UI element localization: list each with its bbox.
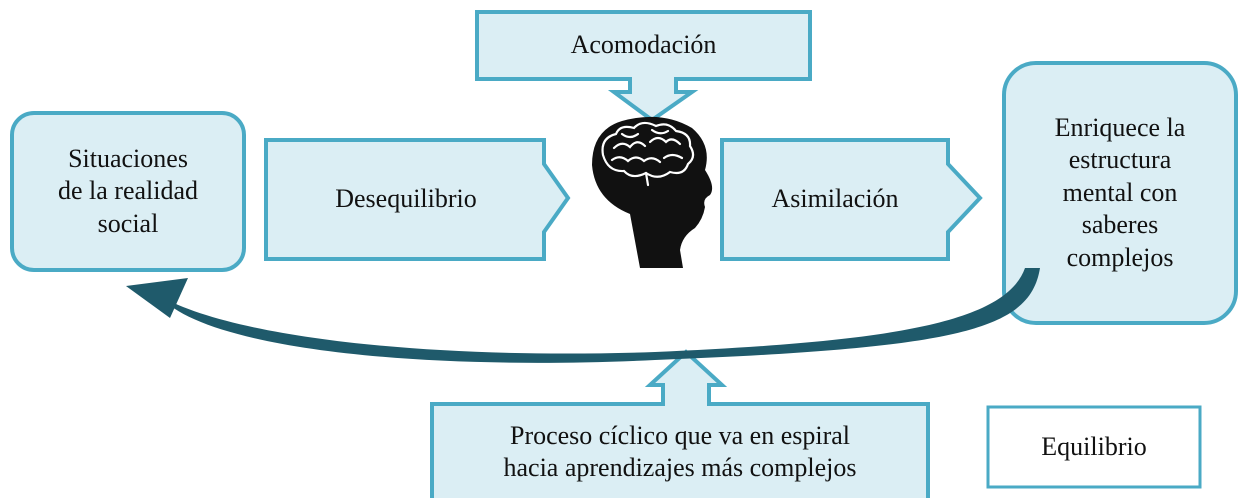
equilibrio-label: Equilibrio <box>1041 431 1147 461</box>
situaciones-label: Situaciones de la realidad social <box>57 143 199 238</box>
cycle-arrow <box>160 268 1040 363</box>
cycle-arrowhead <box>126 278 188 318</box>
equilibrio-box <box>986 405 1202 489</box>
brain-head-icon <box>592 116 713 269</box>
acomodacion-arrow-box <box>475 10 812 123</box>
desequilibrio-label: Desequilibrio <box>335 184 477 214</box>
proceso-label: Proceso cíclico que va en espiral hacia … <box>503 420 857 483</box>
desequilibrio-arrow-box <box>264 138 571 261</box>
enriquece-box <box>1002 61 1238 325</box>
asimilacion-arrow-box <box>720 138 983 261</box>
enriquece-label: Enriquece la estructura mental con saber… <box>1054 112 1186 272</box>
acomodacion-label: Acomodación <box>570 30 717 60</box>
asimilacion-label: Asimilación <box>771 184 899 214</box>
situaciones-box <box>10 111 246 272</box>
